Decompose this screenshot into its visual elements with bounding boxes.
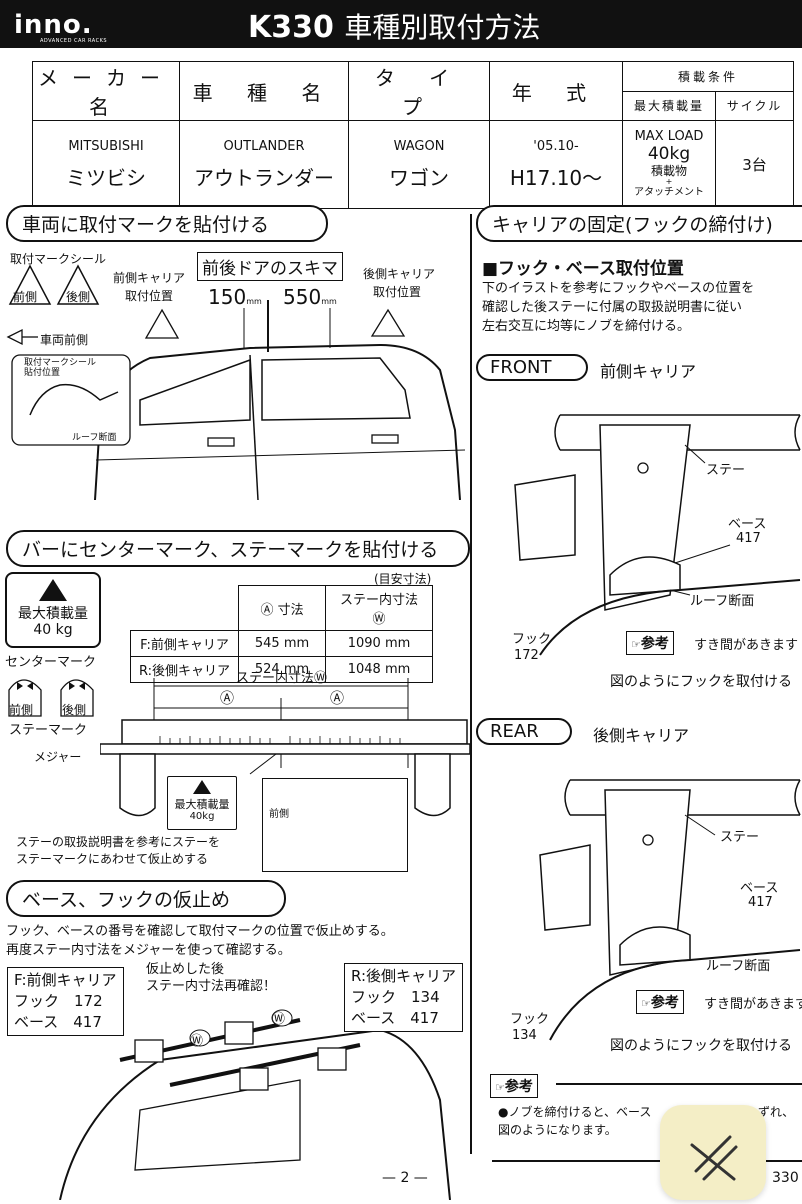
ref-box-rear: ☞参考: [636, 990, 684, 1014]
table-row: F:前側キャリア 545 mm 1090 mm: [129, 630, 434, 657]
gap-note-front: すき間があきます: [694, 638, 799, 653]
hook-label-rear: フック: [510, 1012, 550, 1027]
bar-measure-illustration: [100, 678, 470, 817]
knob-note-2: 図のようになります。: [498, 1123, 617, 1137]
column-divider: [470, 214, 472, 1154]
stay-mark-rear: 後側: [62, 703, 87, 717]
roof-label-rear: ルーフ断面: [706, 959, 771, 974]
brand-logo: inno. ADVANCED CAR RACKS: [14, 10, 108, 44]
dimension-table: Ⓐ 寸法 ステー内寸法Ⓦ F:前側キャリア 545 mm 1090 mm R:後…: [129, 585, 434, 683]
footer-line: [492, 1160, 802, 1162]
section-title-1: 車両に取付マークを貼付ける: [6, 205, 328, 242]
stay-mark-front: 前側: [9, 703, 34, 717]
right-paragraph: 下のイラストを参考にフックやベースの位置を確認した後ステーに付属の取扱説明書に従…: [482, 281, 755, 334]
gap-note-rear: すき間があきます: [704, 997, 802, 1012]
knob-note-1b: ずれ、: [758, 1105, 795, 1119]
max-load-sticker: 最大積載量 40 kg: [5, 572, 101, 648]
base-number-front: 417: [736, 531, 761, 546]
section-title-2: バーにセンターマーク、ステーマークを貼付ける: [6, 530, 470, 567]
base-label-front: ベース: [728, 517, 767, 532]
rear-carrier-label: 後側キャリア: [363, 267, 436, 281]
inset-labels: 取付マークシール貼付位置: [24, 358, 97, 378]
roof-carrier-illustration: [59, 1009, 451, 1200]
a-mark-right: Ⓐ: [330, 691, 344, 707]
front-tag: FRONT: [476, 354, 588, 381]
w-mark-1: Ⓦ: [190, 1034, 204, 1049]
front-carrier-heading: 前側キャリア: [600, 362, 697, 381]
section-title-right: キャリアの固定(フックの締付け): [476, 205, 802, 242]
base-label-rear: ベース: [740, 881, 779, 896]
page-header: inno. ADVANCED CAR RACKS K330 車種別取付方法: [0, 0, 802, 48]
rear-carrier-illustration: [539, 779, 801, 1041]
pen-slash-icon: [690, 1135, 738, 1181]
a-mark-left: Ⓐ: [220, 691, 234, 707]
rear-pos-label: 取付位置: [373, 285, 422, 299]
knob-note-1: ●ノブを締付けると、ベース: [498, 1105, 652, 1119]
divider: [556, 1083, 802, 1085]
center-mark-label: センターマーク: [5, 655, 97, 670]
stay-mark-icons: [8, 679, 94, 717]
approx-note: (目安寸法): [374, 572, 432, 586]
warning-triangle-icon: [39, 579, 67, 601]
page-title: K330 車種別取付方法: [248, 10, 541, 45]
mark-seal-icons: [8, 264, 100, 305]
stay-mark-label: ステーマーク: [9, 723, 88, 738]
ref-box-front: ☞参考: [626, 631, 674, 655]
rear-label: 後側: [66, 290, 91, 304]
dim-550: 550mm: [283, 285, 337, 309]
stay-label-front: ステー: [706, 463, 746, 478]
door-gap-label: 前後ドアのスキマ: [197, 252, 343, 281]
recheck-note: 仮止めした後ステー内寸法再確認！: [146, 962, 277, 994]
hand-pointer-icon: ☞: [631, 638, 641, 651]
stay-label-rear: ステー: [720, 830, 760, 845]
hand-pointer-icon: ☞: [495, 1081, 505, 1094]
front-pos-label: 取付位置: [125, 289, 174, 303]
max-load-sticker-small: 最大積載量 40kg: [167, 776, 237, 830]
hook-base-subtitle: ■フック・ベース取付位置: [482, 259, 684, 279]
sec3-line1: フック、ベースの番号を確認して取付マークの位置で仮止めする。: [6, 924, 394, 939]
page-number: — 2 —: [382, 1170, 428, 1186]
rear-carrier-heading: 後側キャリア: [593, 726, 690, 745]
hand-pointer-icon: ☞: [641, 997, 651, 1010]
measure-label: メジャー: [34, 750, 82, 764]
spec-table: メーカー名 車 種 名 タ イ プ 年 式 積載条件 最大積載量 サイクル MI…: [32, 61, 794, 209]
table-row: R:後側キャリア 524 mm 1048 mm: [129, 656, 434, 683]
hook-label-front: フック: [512, 632, 552, 647]
front-carrier-illustration: [514, 414, 801, 656]
base-number-rear: 417: [748, 895, 773, 910]
dim-150: 150mm: [208, 285, 262, 309]
hook-number-front: 172: [514, 648, 539, 663]
roof-label-front: ルーフ断面: [690, 594, 755, 609]
hook-number-rear: 134: [512, 1028, 537, 1043]
warning-triangle-icon: [193, 780, 211, 794]
footer-model: 330: [772, 1170, 799, 1186]
stay-detail-inset: 前側: [262, 778, 408, 872]
section-title-3: ベース、フックの仮止め: [6, 880, 286, 917]
w-mark-2: Ⓦ: [272, 1012, 286, 1027]
edit-floating-button[interactable]: [660, 1105, 766, 1200]
stay-inner-dim-label: ステー内寸法Ⓦ: [236, 671, 328, 686]
ref-box-bottom: ☞参考: [490, 1074, 538, 1098]
front-label: 前側: [13, 290, 38, 304]
fix-note-front: 図のようにフックを取付ける: [610, 674, 792, 690]
mark-seal-label: 取付マークシール: [10, 252, 107, 266]
inset-roof-label: ルーフ断面: [72, 433, 117, 443]
fix-note-rear: 図のようにフックを取付ける: [610, 1038, 792, 1054]
car-front-label: 車両前側: [40, 333, 89, 347]
rear-tag: REAR: [476, 718, 572, 745]
stay-note: ステーの取扱説明書を参考にステーをステーマークにあわせて仮止めする: [16, 835, 221, 866]
sec3-line2: 再度ステー内寸法をメジャーを使って確認する。: [6, 943, 291, 958]
front-carrier-label: 前側キャリア: [113, 271, 186, 285]
car-side-illustration: [6, 300, 466, 500]
